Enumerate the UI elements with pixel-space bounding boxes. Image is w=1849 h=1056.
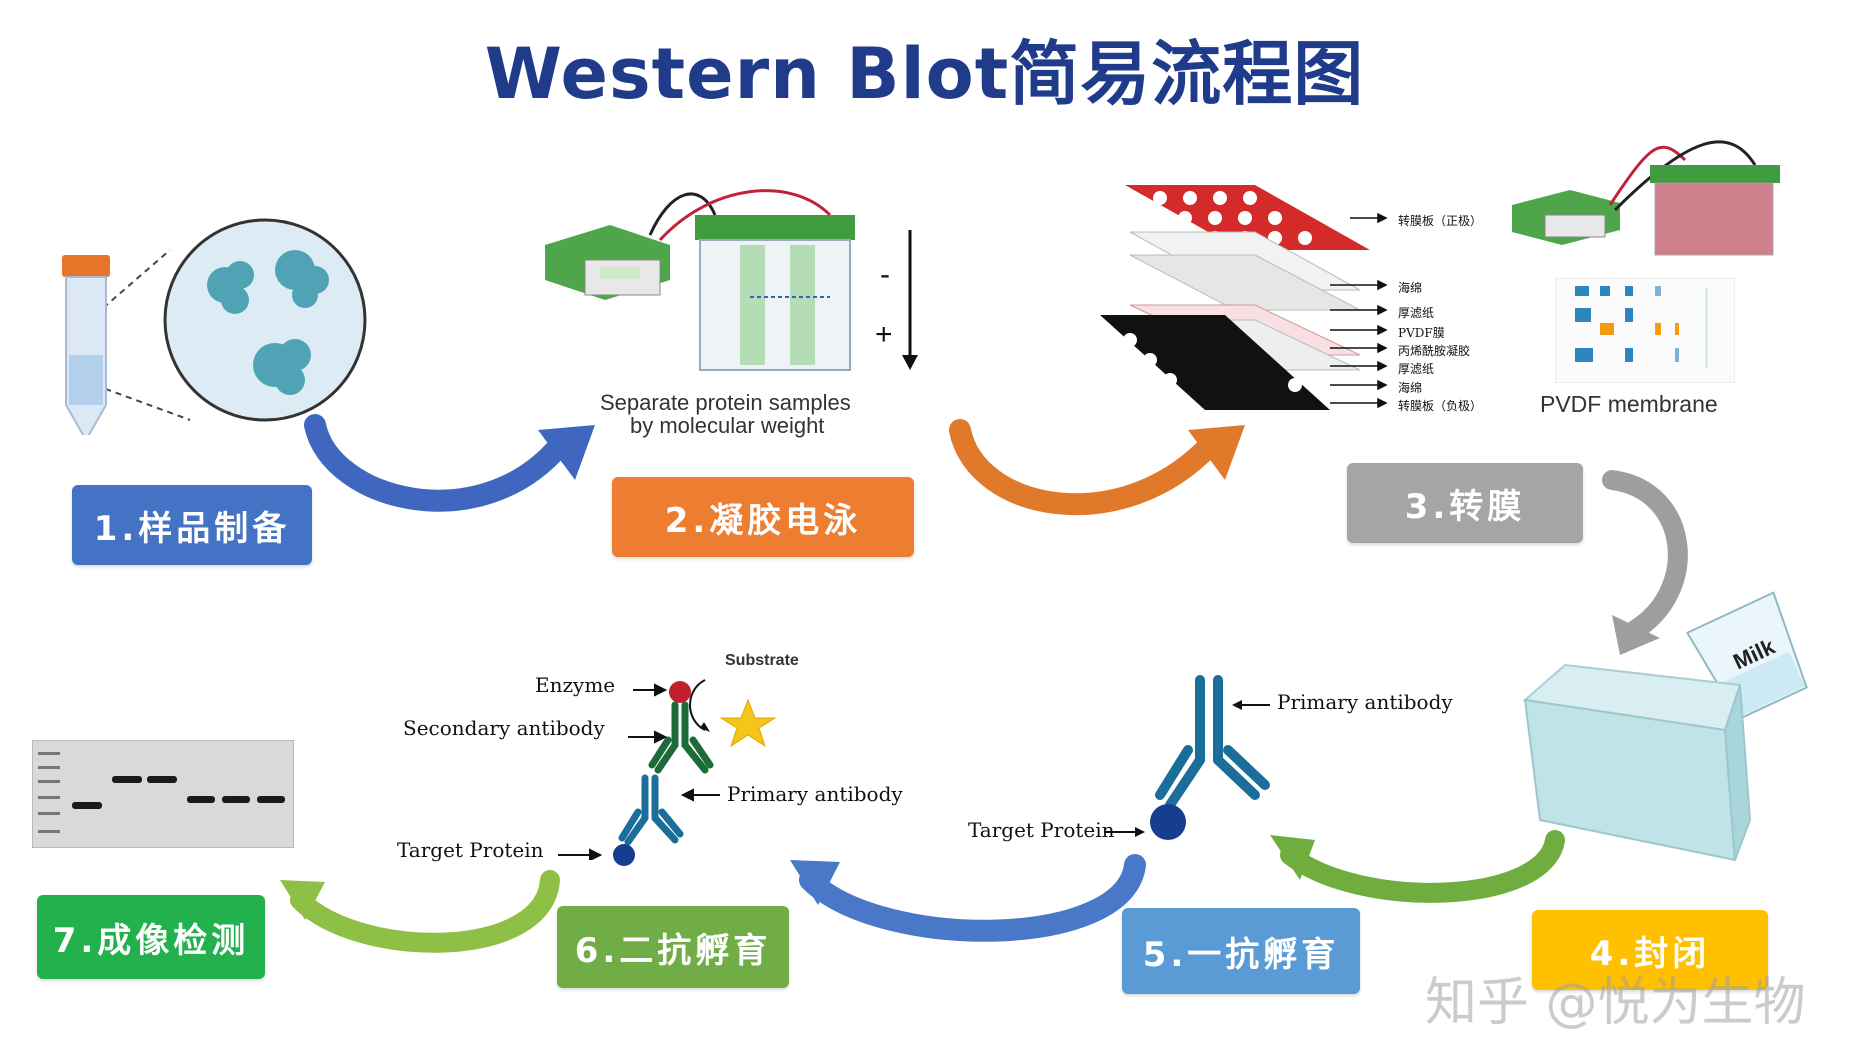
step-5-label: 5.一抗孵育: [1142, 934, 1340, 975]
pvdf-membrane-label: PVDF membrane: [1540, 391, 1718, 417]
page-title: Western Blot简易流程图: [484, 33, 1365, 115]
step-4-blocking: 4.封闭: [1532, 910, 1768, 990]
step-5-primary-incubation: 5.一抗孵育: [1122, 908, 1360, 994]
plus-sign: +: [875, 318, 893, 351]
primary-antibody-illustration: [1150, 675, 1270, 840]
layer-label-gel: 丙烯酰胺凝胶: [1398, 344, 1471, 358]
layer-label-sponge-2: 海绵: [1398, 381, 1423, 395]
minus-sign: -: [880, 258, 890, 291]
target-protein-arrow-5: [1105, 827, 1145, 837]
step-1-sample-prep: 1.样品制备: [72, 485, 312, 565]
layer-label-negative-plate: 转膜板（负极）: [1398, 399, 1483, 413]
step-2-electrophoresis: 2.凝胶电泳: [612, 477, 914, 557]
pvdf-membrane-image: [1555, 278, 1735, 383]
target-protein-label-5: Target Protein: [968, 818, 1115, 842]
enzyme-label: Enzyme: [535, 673, 616, 697]
primary-antibody-label-6: Primary antibody: [727, 782, 903, 806]
step-7-label: 7.成像检测: [52, 920, 250, 961]
label-arrows-6: [558, 683, 720, 860]
blocking-container: Milk: [1522, 591, 1808, 862]
primary-antibody-arrow: [1232, 700, 1270, 710]
step-6-label: 6.二抗孵育: [574, 930, 772, 971]
secondary-antibody-illustration: [613, 679, 777, 866]
step-3-label: 3.转膜: [1404, 486, 1526, 527]
western-blot-image: [32, 740, 294, 848]
layer-label-filter-paper: 厚滤纸: [1398, 306, 1435, 320]
step-1-label: 1.样品制备: [93, 508, 291, 549]
layer-label-sponge: 海绵: [1398, 281, 1423, 295]
step-7-imaging: 7.成像检测: [37, 895, 265, 979]
watermark: 知乎 @悦为生物: [1425, 973, 1806, 1033]
layer-arrows: [1330, 212, 1388, 409]
layer-label-filter-paper-2: 厚滤纸: [1398, 362, 1435, 376]
transfer-stack: [1100, 185, 1370, 410]
electrophoresis-caption-line1: Separate protein samples: [600, 390, 851, 415]
electrophoresis-caption-line2: by molecular weight: [630, 413, 825, 438]
substrate-label: Substrate: [725, 652, 799, 669]
step-3-transfer: 3.转膜: [1347, 463, 1583, 543]
step-6-secondary-incubation: 6.二抗孵育: [557, 906, 789, 988]
electrophoresis-apparatus: [545, 189, 918, 371]
primary-antibody-label: Primary antibody: [1277, 690, 1453, 714]
transfer-tank: [1512, 140, 1780, 256]
secondary-antibody-label: Secondary antibody: [403, 716, 605, 740]
step-4-label: 4.封闭: [1589, 933, 1711, 974]
target-protein-label-6: Target Protein: [397, 838, 544, 862]
sample-tube-illustration: [62, 218, 367, 435]
step-2-label: 2.凝胶电泳: [664, 500, 862, 541]
layer-label-pvdf: PVDF膜: [1398, 326, 1445, 340]
layer-label-positive-plate: 转膜板（正极）: [1398, 214, 1483, 228]
